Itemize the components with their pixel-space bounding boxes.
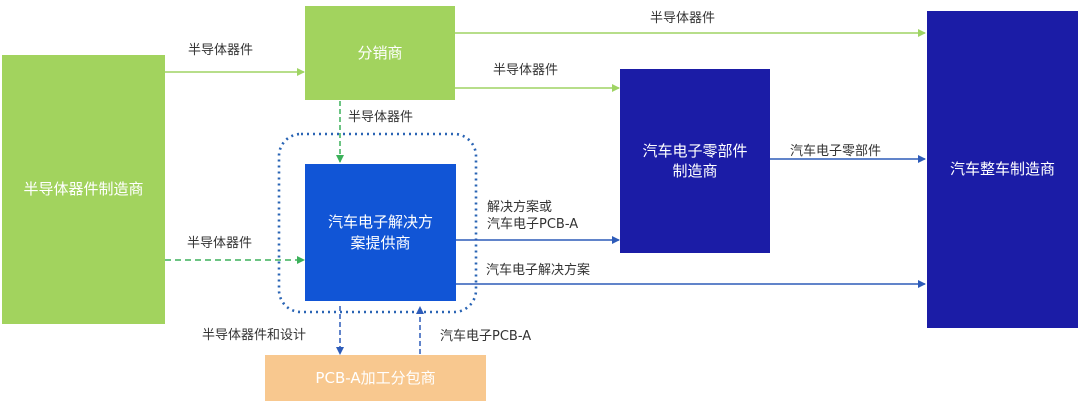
node-pcb-subcontractor: PCB-A加工分包商 — [265, 355, 486, 401]
node-label: 汽车整车制造商 — [949, 160, 1055, 179]
node-label: 汽车电子解决方 案提供商 — [327, 213, 433, 252]
edge-label-mfr-to-distributor: 半导体器件 — [188, 43, 254, 58]
node-vehicle-oem: 汽车整车制造商 — [927, 11, 1078, 328]
edge-label-mfr-to-solution: 半导体器件 — [187, 236, 253, 251]
edge-label-distributor-to-solution: 半导体器件 — [348, 110, 414, 125]
edge-label-parts-to-oem: 汽车电子零部件 — [790, 144, 882, 159]
node-semiconductor-manufacturer: 半导体器件制造商 — [2, 55, 165, 324]
node-label: 分销商 — [357, 43, 403, 62]
solution-group-outline — [277, 132, 478, 314]
edge-label-distributor-to-oem: 半导体器件 — [650, 11, 716, 26]
edge-label-pcb-to-solution: 汽车电子PCB-A — [440, 329, 532, 344]
node-label: 汽车电子零部件 制造商 — [642, 141, 748, 180]
node-solution-provider: 汽车电子解决方 案提供商 — [305, 164, 456, 301]
node-label: PCB-A加工分包商 — [315, 368, 436, 387]
edge-label-distributor-to-parts: 半导体器件 — [493, 63, 559, 78]
edge-label-solution-to-pcb: 半导体器件和设计 — [202, 328, 307, 343]
edge-label-solution-to-oem: 汽车电子解决方案 — [486, 263, 591, 278]
node-distributor: 分销商 — [305, 6, 455, 100]
node-auto-parts-maker: 汽车电子零部件 制造商 — [620, 69, 770, 253]
edge-label-solution-to-parts: 解决方案或 汽车电子PCB-A — [487, 200, 579, 232]
node-label: 半导体器件制造商 — [23, 180, 144, 199]
